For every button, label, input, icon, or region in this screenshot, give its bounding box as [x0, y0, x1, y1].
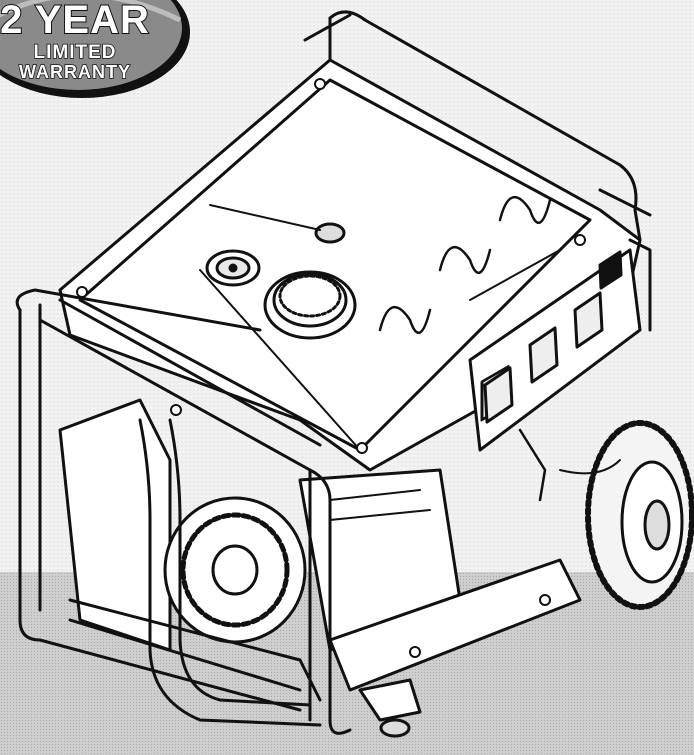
warranty-badge: 2 YEAR LIMITED WARRANTY	[0, 0, 200, 100]
wheel-icon	[585, 420, 694, 610]
badge-oval-icon	[0, 0, 190, 98]
fuel-tank-icon	[58, 58, 642, 472]
warranty-label: WARRANTY	[18, 61, 131, 83]
engine-icon	[58, 398, 462, 652]
warranty-years: 2 YEAR	[0, 0, 150, 42]
warranty-limited-label: LIMITED	[33, 41, 117, 64]
bolt-icon	[76, 78, 586, 658]
base-icon	[328, 428, 621, 738]
control-panel-icon	[468, 248, 642, 452]
frame-icon	[15, 10, 652, 735]
